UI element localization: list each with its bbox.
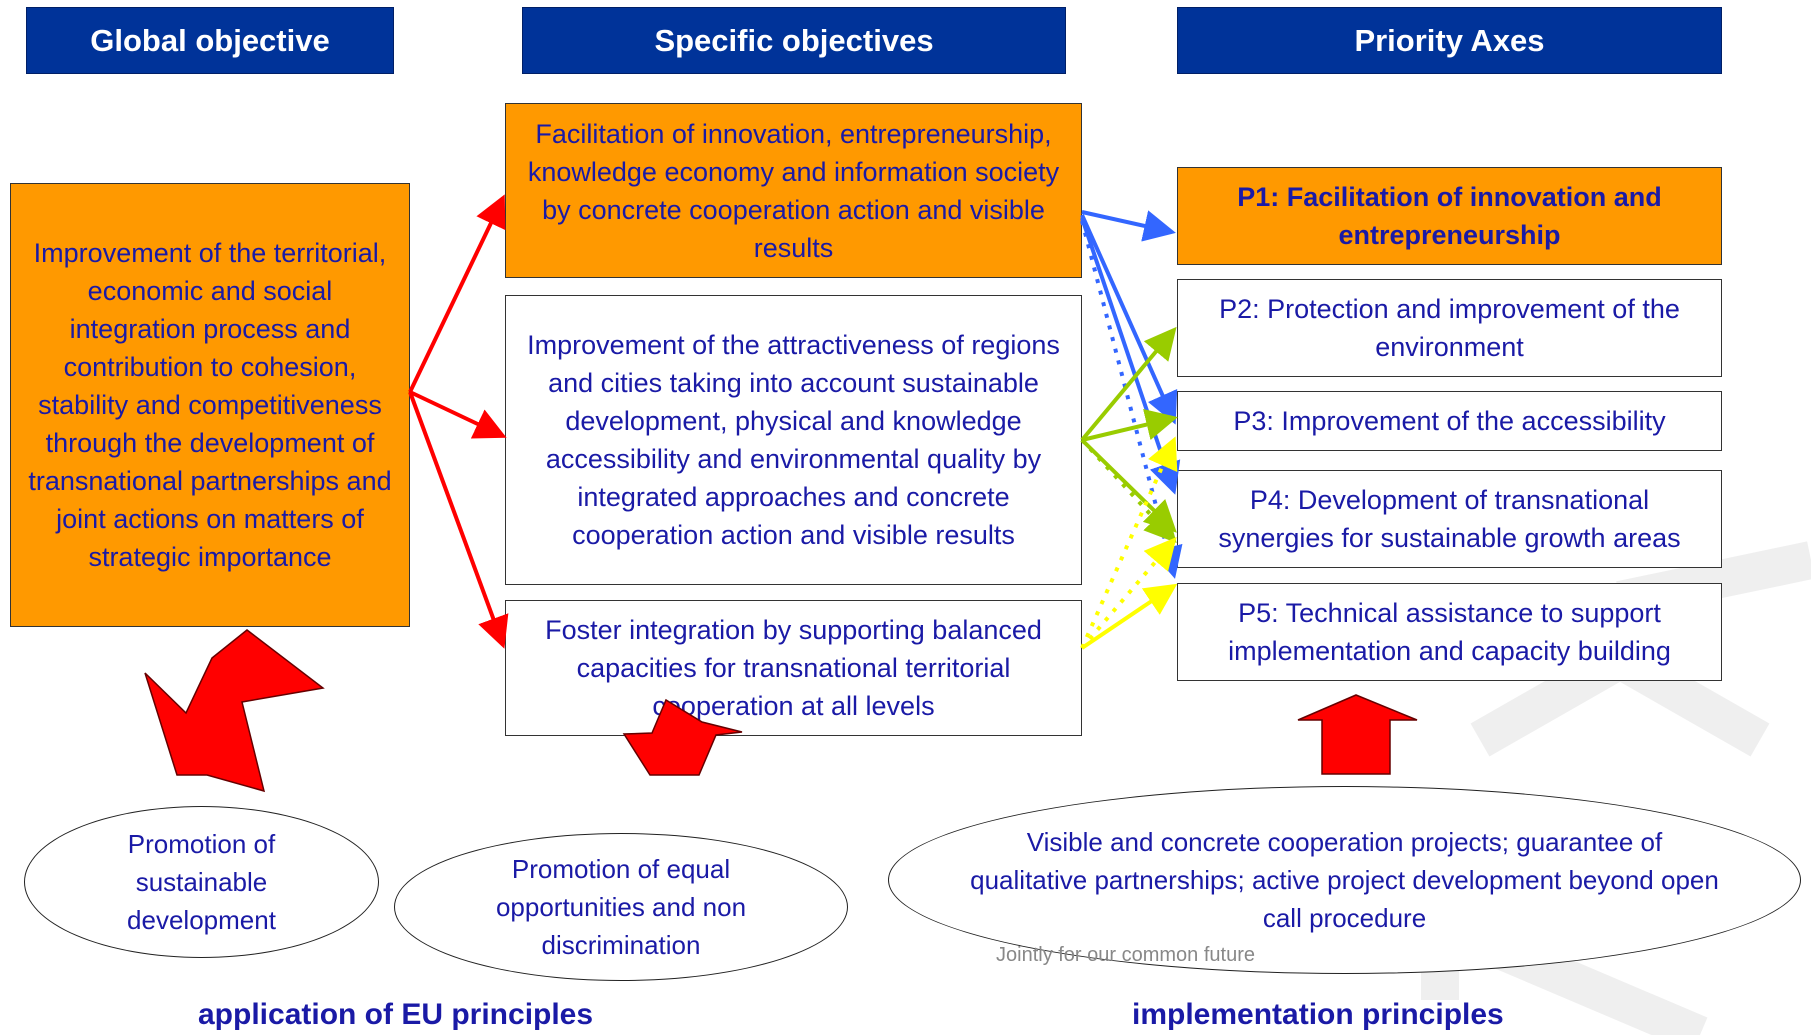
priority-axis-p1: P1: Facilitation of innovation and entre…: [1177, 167, 1722, 265]
tagline: Jointly for our common future: [996, 944, 1255, 966]
principle-implementation: Visible and concrete cooperation project…: [888, 786, 1801, 974]
header-global-objective: Global objective: [26, 7, 394, 74]
arrow-global-to-so2: [409, 390, 507, 439]
arrow-global-to-so3: [408, 391, 509, 649]
principle-sustainable-development: Promotion of sustainable development: [24, 806, 379, 958]
specific-objective-2: Improvement of the attractiveness of reg…: [505, 295, 1082, 585]
arrow-so1-to-p5: [1080, 220, 1183, 579]
header-specific-objectives: Specific objectives: [522, 7, 1066, 74]
footer-implementation-principles: implementation principles: [1132, 998, 1504, 1031]
block-arrow-middle: [622, 698, 743, 776]
header-priority-axes: Priority Axes: [1177, 7, 1722, 74]
block-arrow-left: [144, 629, 325, 793]
global-objective-box: Improvement of the territorial, economic…: [10, 183, 410, 627]
principle-equal-opportunities: Promotion of equal opportunities and non…: [394, 833, 848, 981]
arrow-so2-to-p3: [1081, 408, 1178, 442]
arrow-so3-to-p3: [1080, 436, 1178, 649]
arrow-so3-to-p5: [1080, 583, 1178, 650]
priority-axis-p2: P2: Protection and improvement of the en…: [1177, 279, 1722, 377]
arrow-so1-to-p1: [1081, 210, 1176, 242]
arrow-so1-to-p4: [1080, 217, 1181, 495]
block-arrow-right: [1297, 694, 1418, 775]
arrow-global-to-so1: [408, 194, 506, 393]
priority-axis-p5: P5: Technical assistance to support impl…: [1177, 583, 1722, 681]
priority-axis-p3: P3: Improvement of the accessibility: [1177, 391, 1722, 451]
specific-objective-1: Facilitation of innovation, entrepreneur…: [505, 103, 1082, 278]
specific-objective-3: Foster integration by supporting balance…: [505, 600, 1082, 736]
arrow-so2-to-p2: [1080, 326, 1177, 442]
arrow-so1-to-p3: [1080, 214, 1178, 425]
footer-eu-principles: application of EU principles: [198, 998, 594, 1031]
priority-axis-p4: P4: Development of transnational synergi…: [1177, 470, 1722, 568]
